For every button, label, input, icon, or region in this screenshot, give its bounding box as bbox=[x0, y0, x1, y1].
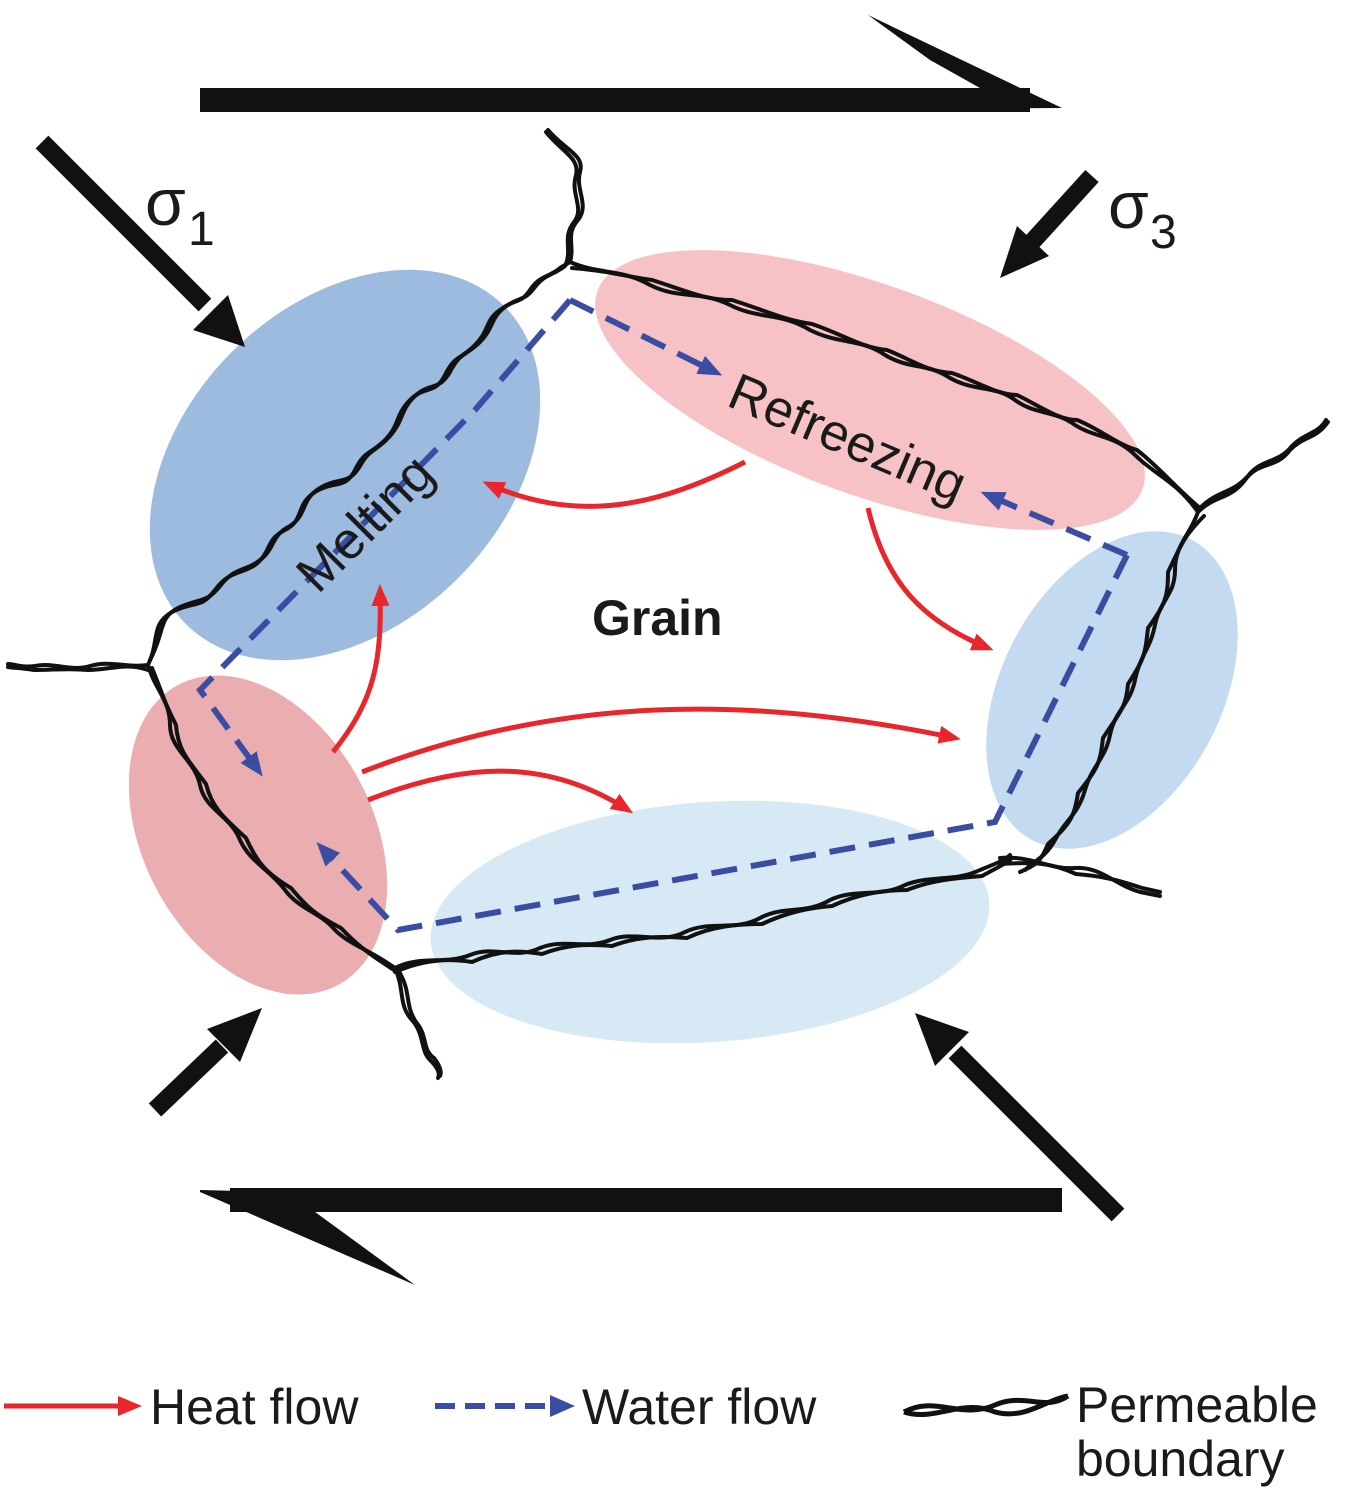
shear-arrows bbox=[200, 15, 1062, 1285]
boundary-left-extension bbox=[6, 661, 150, 670]
water-flow-right bbox=[980, 491, 1129, 558]
blue-dashed-arrow-icon bbox=[435, 1395, 575, 1417]
legend-heat-flow: Heat flow bbox=[4, 1379, 359, 1435]
lower-left-arrow bbox=[148, 1008, 262, 1117]
heat-flow-left-to-melting bbox=[331, 584, 390, 754]
legend: Heat flow Water flow Permeable boundary bbox=[4, 1377, 1318, 1487]
water-flow-paths bbox=[196, 297, 1130, 934]
twisted-line-icon bbox=[902, 1393, 1070, 1418]
legend-permeable-label-line1: Permeable bbox=[1076, 1377, 1318, 1433]
right-zone bbox=[986, 531, 1238, 849]
boundary-refreezing bbox=[568, 260, 1200, 514]
refreezing-zone bbox=[595, 250, 1145, 530]
heat-flow-refreezing-to-melting bbox=[482, 459, 747, 509]
legend-water-flow-label: Water flow bbox=[582, 1379, 817, 1435]
sigma3-arrow bbox=[1000, 169, 1099, 278]
left-zone bbox=[128, 675, 388, 995]
permeable-boundaries bbox=[6, 128, 1330, 1080]
svg-text:σ: σ bbox=[145, 165, 186, 239]
water-flow-bottom-loop bbox=[316, 553, 1130, 934]
sigma1-arrow bbox=[35, 135, 245, 347]
boundary-right-lower-extension bbox=[998, 855, 1162, 898]
melting-zone bbox=[149, 269, 541, 661]
legend-permeable-label-line2: boundary bbox=[1076, 1431, 1285, 1487]
red-arrow-icon bbox=[4, 1396, 142, 1416]
zones bbox=[128, 250, 1238, 1044]
heat-flow-paths bbox=[331, 459, 994, 814]
sigma3-label: σ 3 bbox=[1108, 168, 1177, 259]
grain-label: Grain bbox=[592, 590, 723, 646]
bottom-zone bbox=[430, 800, 990, 1044]
stress-arrows bbox=[35, 135, 1125, 1222]
boundary-right-extension bbox=[1196, 420, 1330, 514]
heat-flow-refreezing-to-right bbox=[865, 507, 994, 651]
sigma1-label: σ 1 bbox=[145, 165, 215, 256]
svg-text:3: 3 bbox=[1150, 206, 1177, 259]
svg-text:σ: σ bbox=[1108, 168, 1149, 242]
boundary-bottom-left-extension bbox=[393, 966, 441, 1080]
legend-heat-flow-label: Heat flow bbox=[150, 1379, 359, 1435]
legend-permeable-boundary: Permeable boundary bbox=[902, 1377, 1318, 1487]
boundary-left bbox=[146, 663, 397, 970]
boundary-top-extension bbox=[546, 128, 585, 264]
water-flow-top bbox=[568, 297, 723, 376]
heat-flow-left-to-bottom bbox=[367, 768, 634, 814]
svg-text:1: 1 bbox=[188, 203, 215, 256]
legend-water-flow: Water flow bbox=[435, 1379, 817, 1435]
heat-flow-left-to-right bbox=[361, 706, 961, 775]
lower-right-arrow bbox=[915, 1013, 1125, 1222]
water-flow-melting bbox=[196, 298, 573, 777]
